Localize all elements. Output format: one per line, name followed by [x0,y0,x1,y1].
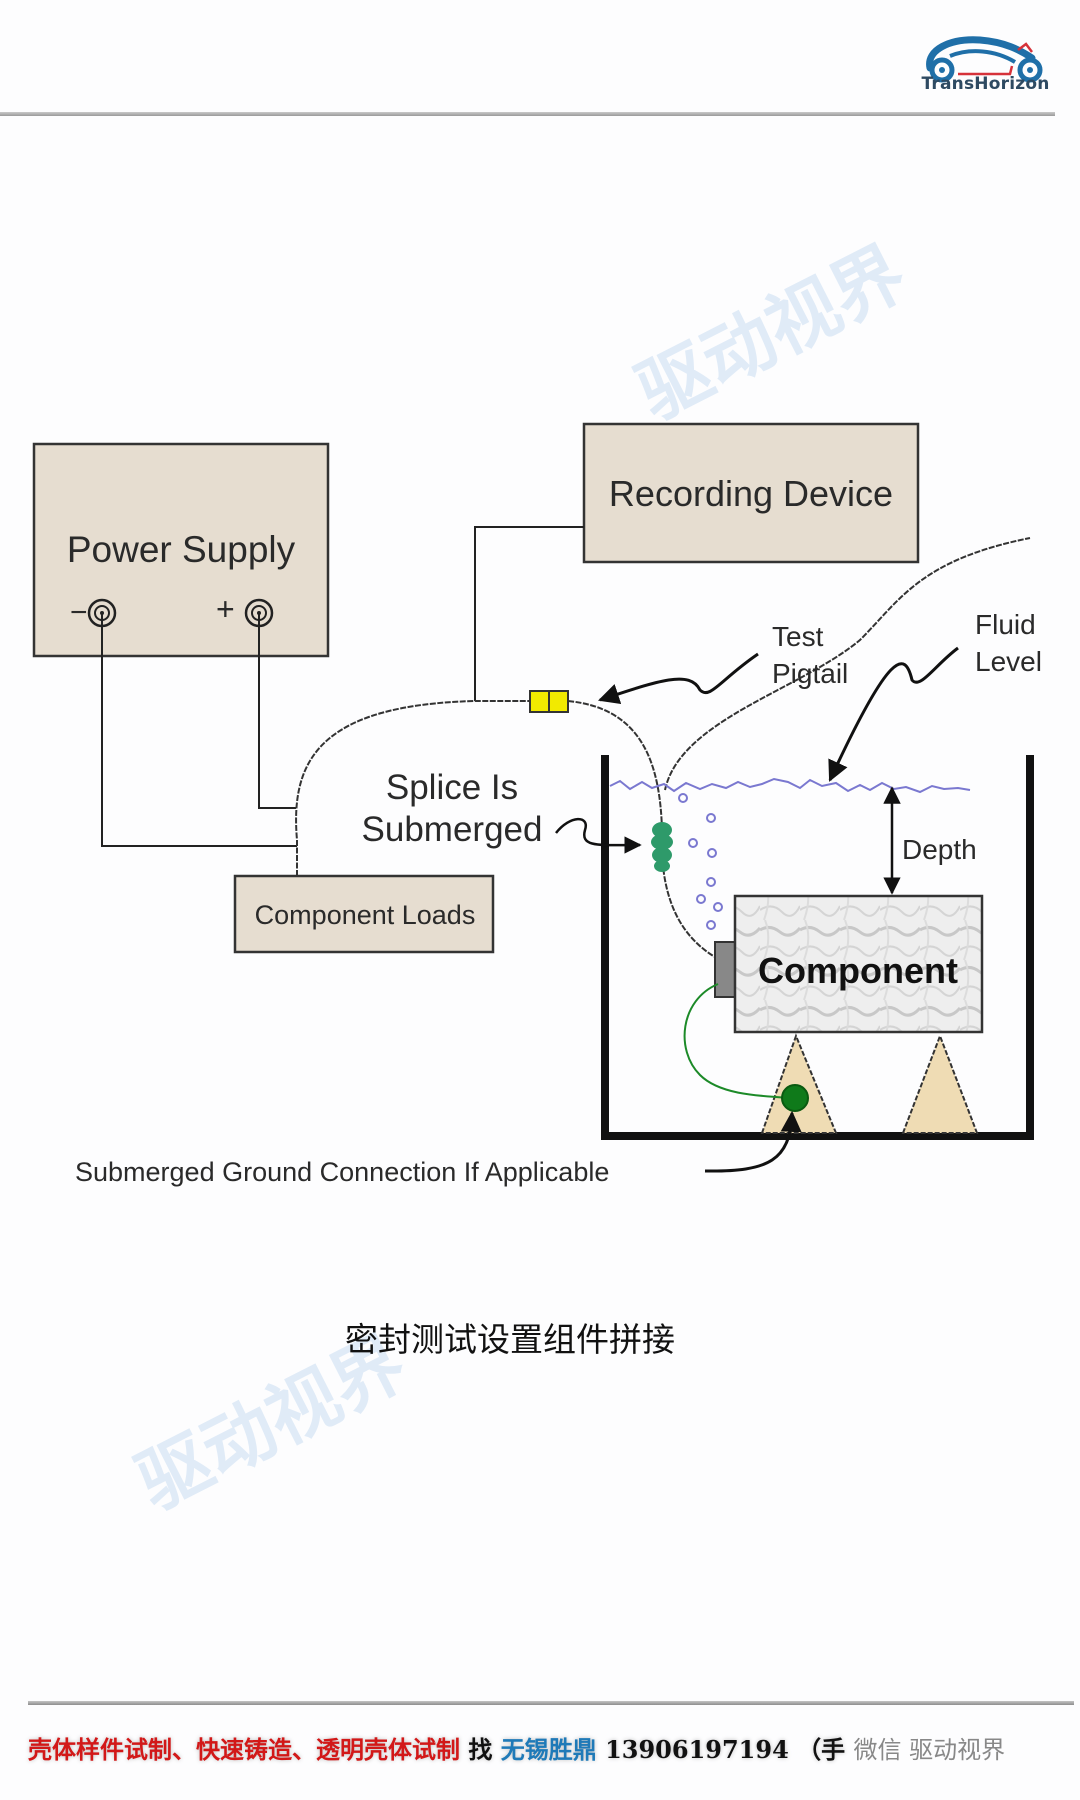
ground-wire [683,983,793,1099]
fluid-tank [601,755,1034,1140]
negative-sign: − [70,596,88,629]
footer-phone: 13906197194 [605,1735,789,1764]
footer-ad: 壳体样件试制、快速铸造、透明壳体试制 找 无锡胜鼎 13906197194 （手… [28,1730,1005,1765]
component-label: Component [758,950,958,991]
support-stand [760,1033,838,1134]
footer-paren: （手 [797,1735,846,1764]
recording-device-box [582,422,920,564]
wechat-account-watermark: 微信 驱动视界 [853,1736,1006,1764]
power-supply-box [32,442,330,658]
recording-wire [474,526,584,701]
transhorizon-logo-icon [926,36,1043,83]
footer-services: 壳体样件试制、快速铸造、透明壳体试制 [28,1735,460,1764]
component-loads-box [233,874,495,954]
ground-arrow [704,1110,802,1173]
harness-wire [295,700,530,876]
fluid-cable [664,537,1031,791]
positive-wire [258,613,296,809]
ground-connection-label: Submerged Ground Connection If Applicabl… [75,1157,609,1187]
test-pigtail-connector [529,690,569,713]
support-stand [901,1033,979,1134]
recording-device-label: Recording Device [609,473,893,514]
negative-wire [101,613,297,847]
air-bubbles [678,793,723,930]
ground-connection-icon [781,1084,809,1112]
component-loads-label: Component Loads [255,900,476,930]
header-divider [0,112,1055,116]
brand-name: TransHorizon [921,74,1050,94]
splice-label-line1: Splice Is [386,768,518,807]
test-pigtail-label-line1: Test [772,621,824,652]
component-box [733,894,984,1034]
fluid-level-arrow [828,646,959,782]
test-pigtail-arrow [598,652,759,704]
submerged-splice [651,822,673,872]
footer-divider [28,1701,1074,1705]
component-connector [714,941,736,998]
power-supply-label: Power Supply [67,529,296,570]
figure-caption: 密封测试设置组件拼接 [345,1320,675,1359]
pigtail-wire [567,700,716,958]
footer-company: 无锡胜鼎 [500,1735,597,1764]
splice-label-line2: Submerged [362,810,543,849]
footer-find: 找 [468,1735,493,1764]
depth-label: Depth [902,834,977,865]
fluid-level-label-line2: Level [975,646,1042,677]
positive-sign: + [216,591,235,627]
splice-arrow [555,817,642,854]
fluid-level-line [609,777,971,794]
test-pigtail-label-line2: Pigtail [772,658,848,689]
fluid-level-label-line1: Fluid [975,609,1036,640]
